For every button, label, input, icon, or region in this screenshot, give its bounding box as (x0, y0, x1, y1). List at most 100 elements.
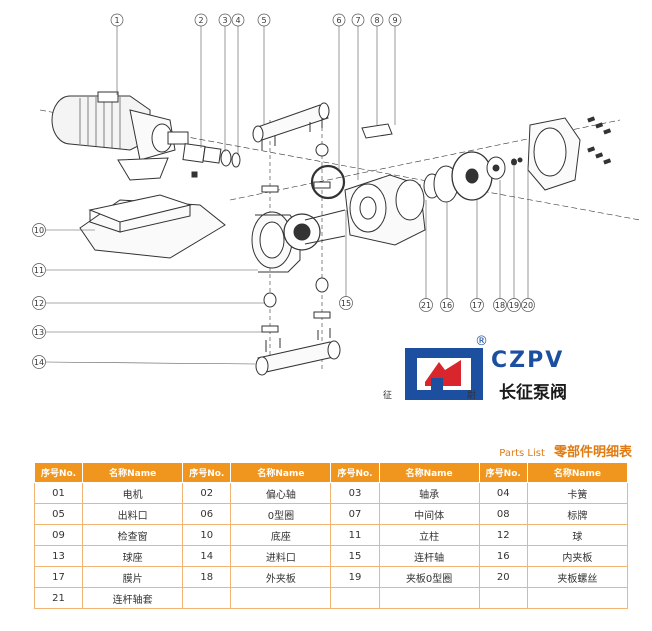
part-number-cell: 06 (182, 503, 232, 525)
part-name-cell: 轴承 (378, 482, 480, 504)
middle-body-part (344, 174, 426, 246)
part-name-cell (526, 587, 629, 609)
outer-cover-right (527, 116, 612, 191)
part-number-cell: 11 (330, 524, 380, 546)
part-number-cell: 19 (330, 566, 380, 588)
table-header-row: 序号No. 名称Name 序号No. 名称Name 序号No. 名称Name 序… (33, 462, 629, 483)
callout-3: 3 (222, 16, 227, 25)
header-no: 序号No. (33, 462, 84, 483)
part-number-cell (182, 587, 232, 609)
callout-17: 17 (472, 301, 482, 310)
part-name-cell: 夹板0型圈 (378, 566, 480, 588)
logo-small-text-left: 征 (383, 391, 393, 401)
part-number-cell: 17 (33, 566, 84, 588)
header-name: 名称Name (378, 462, 480, 483)
part-number-cell: 21 (33, 587, 84, 609)
parts-list-table: 序号No. 名称Name 序号No. 名称Name 序号No. 名称Name 序… (33, 462, 629, 609)
part-number-cell: 05 (33, 503, 84, 525)
parts-list-title-en: Parts List (499, 448, 545, 459)
part-number-cell: 07 (330, 503, 380, 525)
header-no: 序号No. (330, 462, 380, 483)
part-name-cell: 球 (526, 524, 629, 546)
part-name-cell: 0型圈 (230, 503, 332, 525)
callout-6: 6 (336, 16, 341, 25)
callout-9: 9 (392, 16, 397, 25)
part-number-cell (478, 587, 528, 609)
part-number-cell: 10 (182, 524, 232, 546)
shaft-parts (182, 143, 241, 178)
part-number-cell: 08 (478, 503, 528, 525)
callout-18: 18 (495, 301, 505, 310)
callout-20: 20 (523, 301, 533, 310)
exploded-view-diagram: 1 2 3 4 5 6 7 8 9 10 11 12 13 14 21 16 1… (32, 13, 641, 376)
part-number-cell: 12 (478, 524, 528, 546)
registered-mark: ® (475, 334, 488, 349)
pump-body-left (251, 209, 346, 273)
callout-2: 2 (198, 16, 203, 25)
part-number-cell: 20 (478, 566, 528, 588)
part-name-cell: 标牌 (526, 503, 629, 525)
header-name: 名称Name (230, 462, 332, 483)
diaphragm-stack (423, 151, 523, 203)
part-number-cell: 03 (330, 482, 380, 504)
part-number-cell: 04 (478, 482, 528, 504)
part-name-cell: 夹板螺丝 (526, 566, 629, 588)
header-name: 名称Name (82, 462, 184, 483)
callout-4: 4 (235, 16, 240, 25)
part-name-cell: 电机 (82, 482, 184, 504)
logo-mark-icon (405, 348, 483, 400)
part-name-cell: 偏心轴 (230, 482, 332, 504)
callout-5: 5 (261, 16, 266, 25)
callout-12: 12 (34, 299, 44, 308)
callout-21: 21 (421, 301, 431, 310)
header-no: 序号No. (478, 462, 528, 483)
part-name-cell: 检查窗 (82, 524, 184, 546)
part-name-cell: 外夹板 (230, 566, 332, 588)
base-plate-part (79, 194, 226, 259)
part-name-cell: 立柱 (378, 524, 480, 546)
part-name-cell: 膜片 (82, 566, 184, 588)
callout-1: 1 (114, 16, 119, 25)
part-number-cell: 15 (330, 545, 380, 567)
part-name-cell: 连杆轴 (378, 545, 480, 567)
brand-name-en: CZPV (491, 348, 565, 373)
part-number-cell: 18 (182, 566, 232, 588)
callout-13: 13 (34, 328, 44, 337)
part-name-cell: 内夹板 (526, 545, 629, 567)
header-no: 序号No. (182, 462, 232, 483)
parts-list-title: Parts List 零部件明细表 (446, 441, 632, 460)
part-name-cell: 连杆轴套 (82, 587, 184, 609)
part-name-cell: 卡簧 (526, 482, 629, 504)
callout-10: 10 (34, 226, 44, 235)
callout-11: 11 (34, 266, 44, 275)
callout-7: 7 (355, 16, 360, 25)
part-name-cell (230, 587, 332, 609)
brand-name-cn: 长征泵阀 (499, 383, 567, 403)
part-number-cell: 01 (33, 482, 84, 504)
part-name-cell: 球座 (82, 545, 184, 567)
parts-list-title-cn: 零部件明细表 (553, 445, 632, 460)
label-plate-part (361, 123, 393, 139)
header-name: 名称Name (526, 462, 629, 483)
brand-logo: ® CZPV 长征泵阀 征 尉 (383, 334, 625, 404)
callout-15: 15 (341, 299, 351, 308)
outlet-pipe-part (252, 102, 330, 150)
part-number-cell: 13 (33, 545, 84, 567)
part-name-cell: 出料口 (82, 503, 184, 525)
callout-19: 19 (509, 301, 519, 310)
part-name-cell: 进料口 (230, 545, 332, 567)
inlet-pipe-part (255, 328, 341, 376)
part-number-cell: 14 (182, 545, 232, 567)
part-number-cell: 09 (33, 524, 84, 546)
part-name-cell: 底座 (230, 524, 332, 546)
callout-8: 8 (374, 16, 379, 25)
motor-part (51, 91, 189, 181)
part-number-cell: 02 (182, 482, 232, 504)
part-name-cell (378, 587, 480, 609)
